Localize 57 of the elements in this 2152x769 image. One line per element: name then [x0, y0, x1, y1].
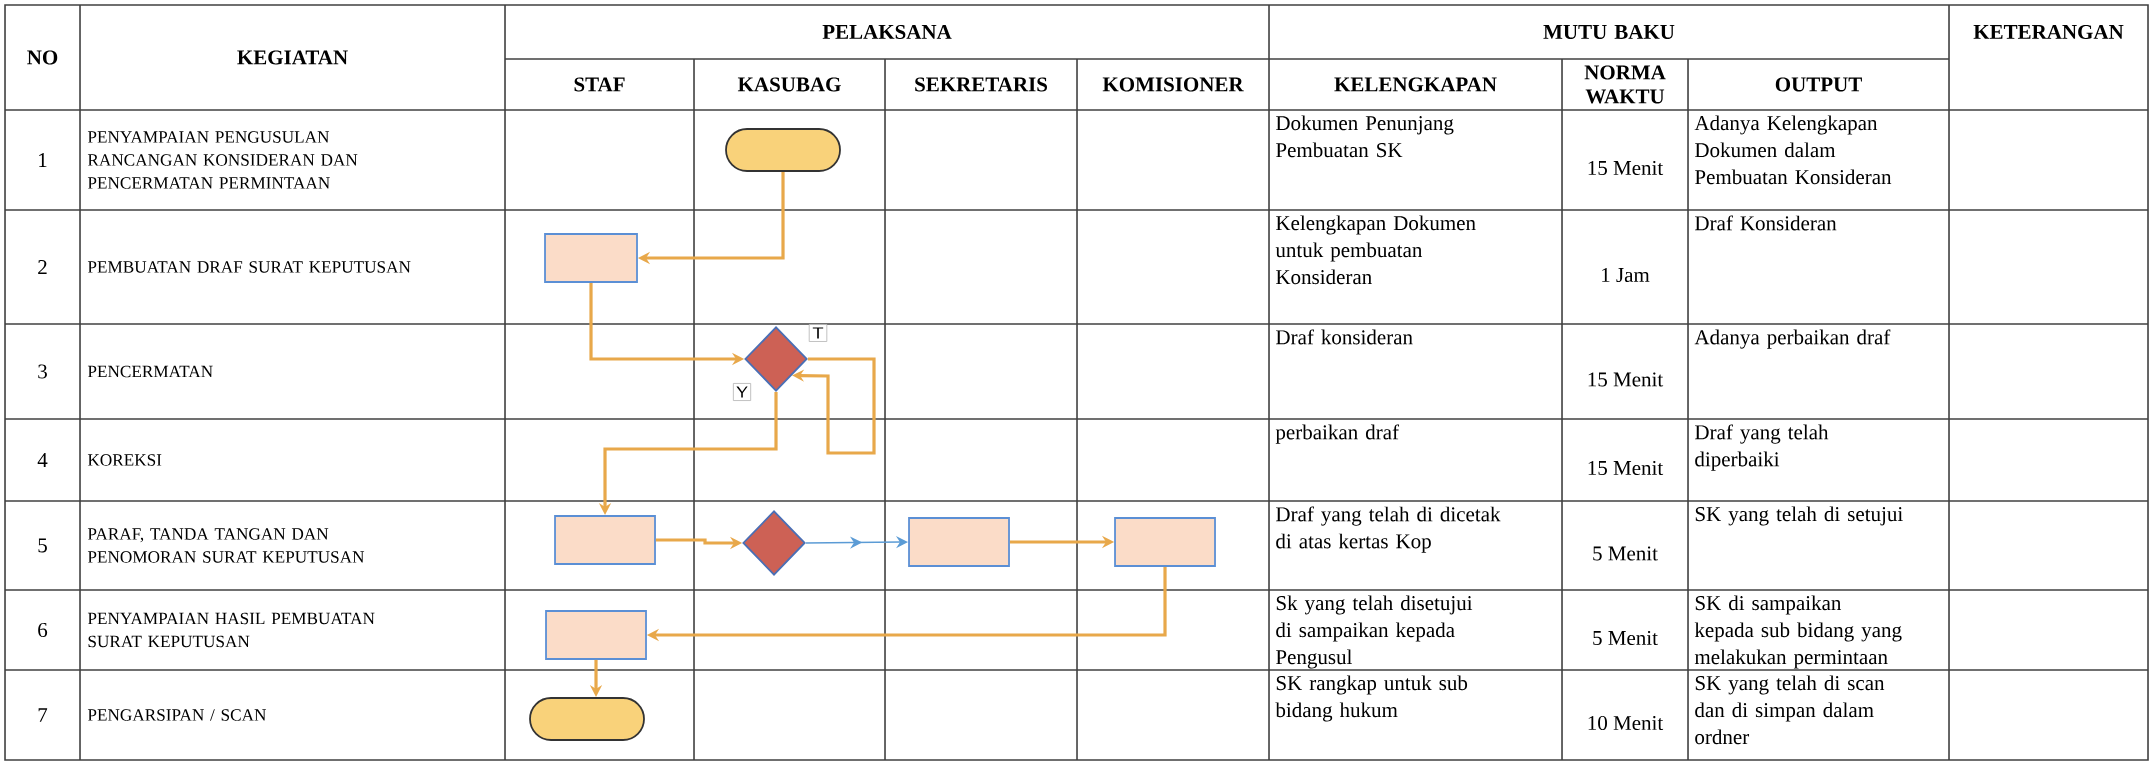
process-box	[554, 515, 656, 565]
output-text: SK yang telah di setujui	[1695, 506, 1903, 526]
activity-text: PENCERMATAN	[87, 365, 213, 378]
activity-text: PENGARSIPAN / SCAN	[87, 709, 266, 721]
requirement-text: Sk yang telah disetujui di sampaikan kepada Pengusul	[1276, 595, 1473, 669]
activity-text: KOREKSI	[87, 454, 162, 466]
column-header: KASUBAG	[737, 77, 841, 92]
duration-text: 10 Menit	[1588, 715, 1664, 731]
output-text: Draf Konsideran	[1695, 215, 1837, 231]
requirement-text: Draf konsideran	[1276, 329, 1413, 345]
column-header: SEKRETARIS	[915, 77, 1048, 92]
requirement-text: Draf yang telah di dicetak di atas kertas Kop	[1276, 506, 1501, 553]
activity-text: PENYAMPAIAN HASIL PEMBUATAN SURAT KEPUTUSAN	[87, 612, 375, 648]
edge-label: T	[808, 324, 828, 342]
column-header: NORMA WAKTU	[1584, 65, 1666, 104]
duration-text: 5 Menit	[1593, 630, 1658, 646]
requirement-text: Kelengkapan Dokumen untuk pembuatan Konsideran	[1275, 215, 1476, 285]
duration-text: 15 Menit	[1588, 372, 1664, 387]
column-header: KELENGKAPAN	[1334, 77, 1497, 92]
process-box	[1114, 517, 1216, 567]
row-number: 2	[38, 260, 47, 274]
activity-text: PEMBUATAN DRAF SURAT KEPUTUSAN	[87, 261, 411, 273]
requirement-text: SK rangkap untuk sub bidang hukum	[1275, 675, 1468, 722]
row-number: 3	[38, 364, 47, 379]
terminal-shape	[529, 697, 645, 741]
duration-text: 15 Menit	[1588, 160, 1664, 176]
row-number: 4	[37, 453, 48, 467]
output-text: Adanya perbaikan draf	[1694, 329, 1891, 349]
column-header: STAF	[574, 77, 625, 92]
column-header: KOMISIONER	[1102, 77, 1244, 92]
activity-text: PARAF, TANDA TANGAN DAN PENOMORAN SURAT KEPUTUSAN	[87, 528, 365, 563]
decision-diamond	[742, 510, 806, 576]
column-header: MUTU BAKU	[1543, 24, 1675, 39]
output-text: Adanya Kelengkapan Dokumen dalam Pembuatan Konsideran	[1694, 115, 1892, 185]
column-header: OUTPUT	[1775, 77, 1862, 92]
row-number: 1	[39, 153, 47, 167]
process-box	[908, 517, 1010, 567]
requirement-text: Dokumen Penunjang Pembuatan SK	[1276, 115, 1454, 158]
process-box	[545, 610, 647, 660]
edge-label: Y	[732, 383, 752, 401]
requirement-text: perbaikan draf	[1275, 424, 1399, 444]
column-header: NO	[27, 50, 58, 65]
row-number: 5	[38, 538, 47, 553]
column-header: KEGIATAN	[237, 50, 348, 65]
output-text: SK yang telah di scan dan di simpan dalam ordner	[1695, 675, 1885, 745]
column-header: KETERANGAN	[1973, 24, 2124, 40]
terminal-shape	[725, 128, 841, 172]
row-number: 6	[38, 622, 48, 638]
column-header: PELAKSANA	[822, 24, 952, 40]
process-box	[544, 233, 638, 283]
activity-text: PENYAMPAIAN PENGUSULAN RANCANGAN KONSIDERAN DAN PENCERMATAN PERMINTAAN	[87, 131, 358, 189]
row-number: 7	[38, 708, 48, 722]
output-text: Draf yang telah diperbaiki	[1695, 424, 1829, 471]
duration-text: 1 Jam	[1602, 267, 1650, 283]
duration-text: 5 Menit	[1593, 546, 1658, 561]
duration-text: 15 Menit	[1588, 460, 1664, 476]
output-text: SK di sampaikan kepada sub bidang yang melakukan permintaan	[1694, 595, 1902, 669]
